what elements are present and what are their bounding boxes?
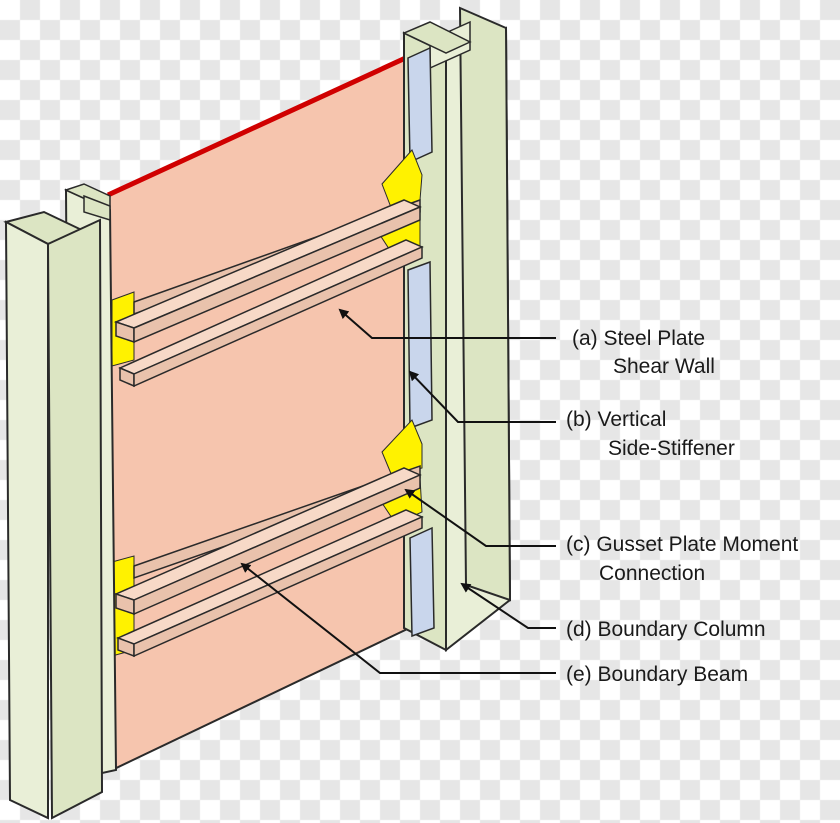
leader-b <box>408 370 556 423</box>
label-e: (e) Boundary Beam <box>566 663 748 686</box>
steel-plate-panel <box>106 53 424 772</box>
lower-boundary-beam <box>113 464 424 658</box>
label-d: (d) Boundary Column <box>566 618 766 641</box>
gusset-plates <box>111 149 423 657</box>
upper-boundary-beam <box>113 198 424 388</box>
leader-e <box>240 562 556 674</box>
leader-lines <box>240 308 556 674</box>
leader-a <box>338 308 556 339</box>
label-a-line2: Shear Wall <box>613 355 715 378</box>
label-b-line1: (b) Vertical <box>566 408 666 431</box>
vertical-side-stiffeners <box>407 46 435 638</box>
leader-d <box>460 582 556 629</box>
leader-c <box>404 488 556 547</box>
label-c-line2: Connection <box>599 562 705 585</box>
left-boundary-column <box>3 183 118 820</box>
plate-top-edge <box>106 52 414 198</box>
label-c-line1: (c) Gusset Plate Moment <box>566 533 798 556</box>
label-a-line1: (a) Steel Plate <box>572 327 705 350</box>
label-b-line2: Side-Stiffener <box>608 437 735 460</box>
